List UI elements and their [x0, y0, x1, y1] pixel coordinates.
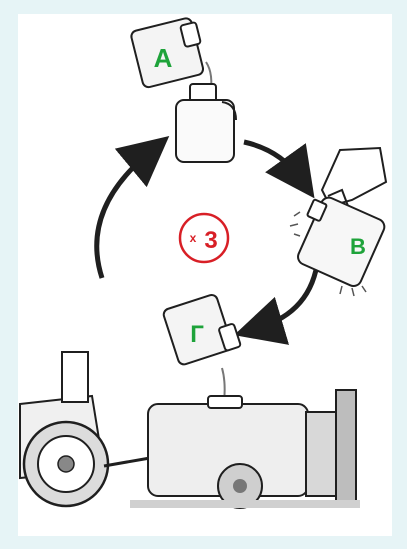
arrow-left	[94, 136, 170, 279]
canister-b	[297, 196, 386, 287]
sprayer-tank	[130, 389, 360, 509]
tractor	[19, 351, 151, 508]
arrow-top-right	[243, 139, 315, 199]
canister-main	[175, 83, 237, 163]
canister-g	[162, 293, 242, 366]
label-a: A	[154, 43, 173, 73]
repeat-x3-badge: x 3	[178, 212, 230, 264]
canister-a	[130, 17, 205, 89]
label-b: B	[350, 234, 366, 259]
arrow-bottom-right	[234, 257, 321, 345]
label-g: Г	[190, 321, 204, 348]
repeat-count: 3	[204, 227, 217, 254]
hand-shaking-icon	[320, 146, 388, 208]
shake-marks	[289, 211, 367, 297]
repeat-multiply: x	[190, 231, 197, 245]
